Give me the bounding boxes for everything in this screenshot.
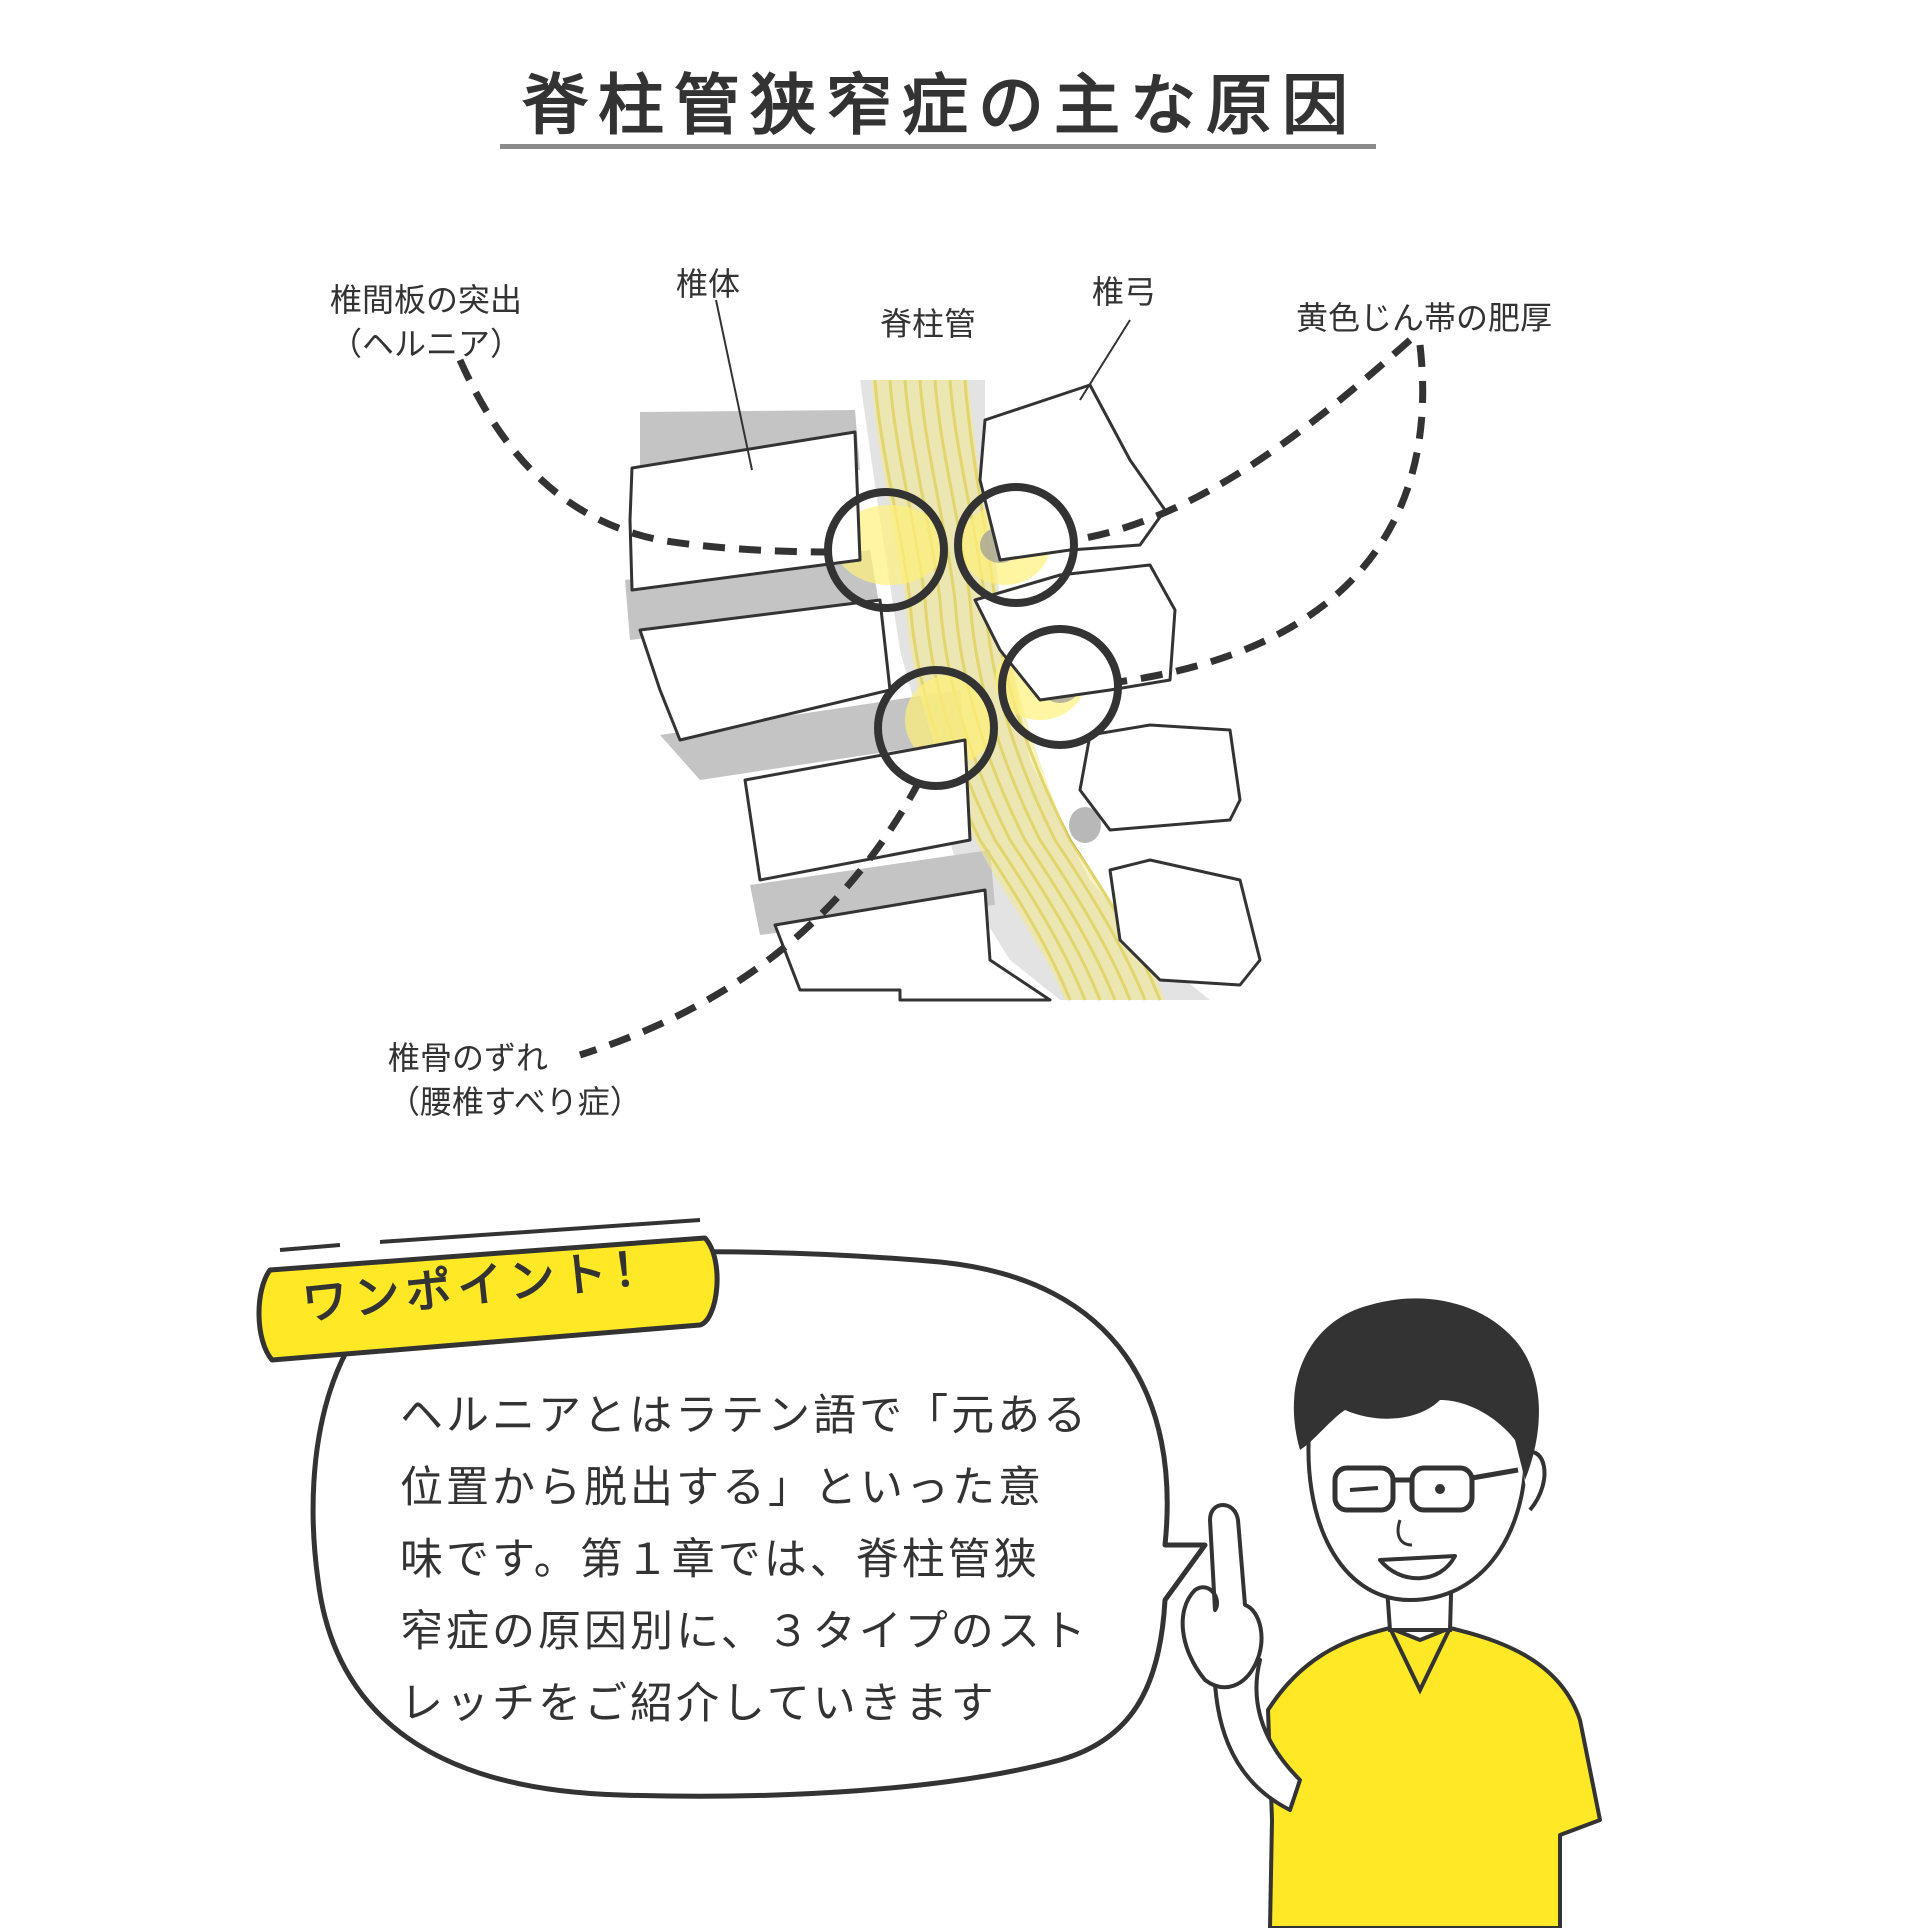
onepoint-text: ヘルニアとはラテン語で「元ある 位置から脱出する」といった意 味です。第１章では… <box>400 1380 1090 1740</box>
onepoint-badge-shape <box>256 1235 720 1363</box>
problem-circles <box>824 483 1122 790</box>
pointing-hand <box>1180 1503 1264 1690</box>
label-vertebral-body: 椎体 <box>676 265 741 303</box>
shirt <box>1266 1626 1602 1928</box>
page-title: 脊柱管狭窄症の主な原因 <box>522 67 1358 144</box>
onepoint-line: ヘルニアとはラテン語で「元ある <box>400 1391 1090 1441</box>
leader-lines <box>715 299 1131 471</box>
label-spondylolisthesis: 椎骨のずれ （腰椎すべり症） <box>388 1039 642 1121</box>
label-vertebral-arch: 椎弓 <box>1092 273 1157 311</box>
onepoint-line: レッチをご紹介していきます <box>400 1679 997 1729</box>
label-spinal-canal: 脊柱管 <box>880 305 977 343</box>
label-disc-herniation: 椎間板の突出 （ヘルニア） <box>330 281 523 363</box>
teacher-pointing-icon <box>1180 1298 1602 1928</box>
badge-sketch-lines <box>279 1218 701 1252</box>
vertebral-bodies <box>628 430 1052 1002</box>
title-underline <box>500 144 1376 149</box>
hair <box>1293 1298 1539 1480</box>
onepoint-line: 位置から脱出する」といった意 <box>400 1463 1044 1513</box>
dashed-connectors <box>456 337 1427 1059</box>
label-ligament-thickening: 黄色じん帯の肥厚 <box>1296 299 1553 337</box>
onepoint-line: 味です。第１章では、脊柱管狭 <box>400 1535 1040 1585</box>
onepoint-line: 窄症の原因別に、３タイプのスト <box>400 1607 1089 1657</box>
speech-bubble <box>310 1249 1208 1799</box>
